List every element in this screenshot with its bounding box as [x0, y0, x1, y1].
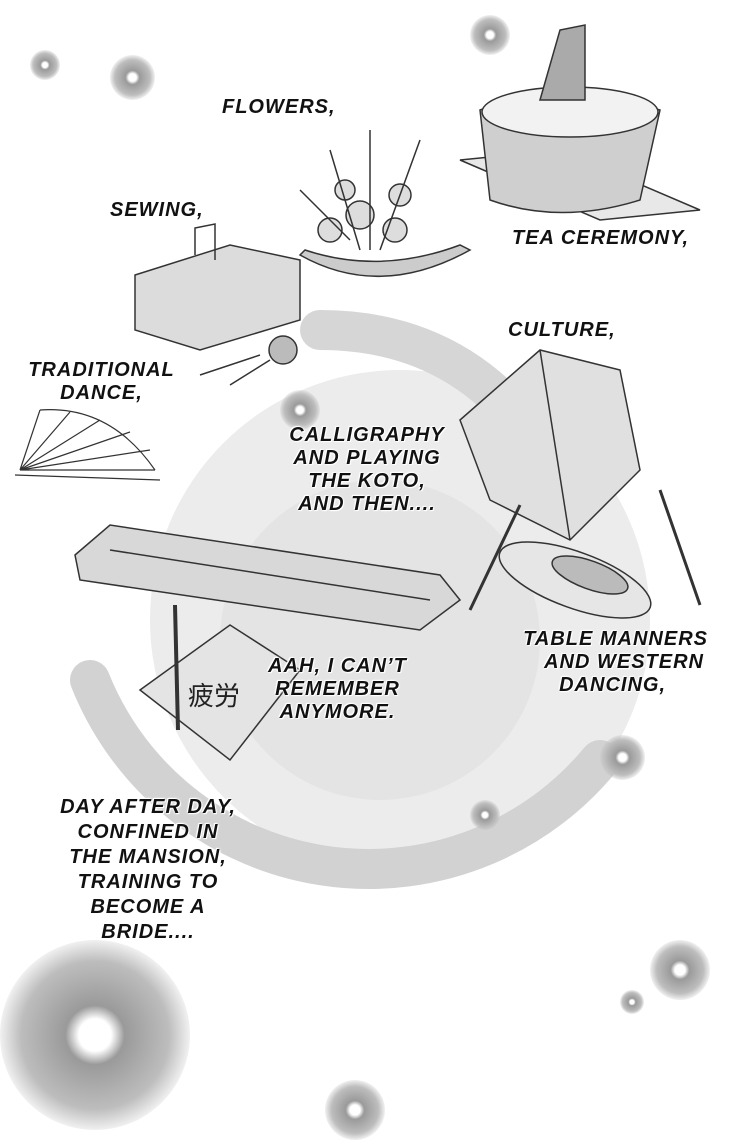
caption-day-after-day: DAY AFTER DAY, CONFINED IN THE MANSION, … — [18, 796, 278, 946]
caption-line: TRAINING TO — [77, 871, 219, 893]
sparkle-dot — [650, 940, 710, 1000]
table-setting-drawing — [468, 489, 702, 619]
caption-line: CONFINED IN — [77, 821, 219, 843]
caption-line: AAH, I CAN’T — [268, 655, 407, 677]
calligraphy-kanji: 疲労 — [188, 682, 240, 712]
sewing-box-drawing — [134, 223, 301, 386]
sparkle-dot — [280, 390, 320, 430]
caption-line: DAY AFTER DAY, — [60, 796, 236, 818]
sparkle-dot — [0, 940, 190, 1130]
caption-line: THE MANSION, — [69, 846, 227, 868]
sparkle-dot — [30, 50, 60, 80]
book-drawing — [459, 349, 641, 541]
flower-arrangement-drawing — [298, 130, 472, 277]
sparkle-dot — [470, 15, 510, 55]
caption-sewing: SEWING, — [110, 199, 204, 221]
caption-line: AND THEN.... — [298, 493, 436, 515]
koto-drawing — [74, 524, 462, 631]
caption-line: CALLIGRAPHY — [289, 424, 445, 446]
tea-ceremony-drawing — [459, 24, 701, 221]
caption-line: THE KOTO, — [308, 470, 426, 492]
caption-line: ANYMORE. — [279, 701, 396, 723]
sparkle-dot — [325, 1080, 385, 1140]
caption-table-manners: TABLE MANNERS AND WESTERN DANCING, — [470, 628, 708, 697]
caption-traditional-dance: TRADITIONAL DANCE, — [14, 359, 189, 405]
calligraphy-paper-drawing — [138, 604, 302, 762]
caption-line: DANCING, — [559, 674, 666, 696]
sparkle-dot — [470, 800, 500, 830]
caption-line: AND WESTERN — [544, 651, 704, 673]
caption-tea-ceremony: TEA CEREMONY, — [512, 227, 690, 249]
sparkle-dot — [600, 735, 645, 780]
caption-cant-remember: AAH, I CAN’T REMEMBER ANYMORE. — [250, 655, 425, 724]
caption-line: BRIDE.... — [101, 921, 195, 943]
caption-culture: CULTURE, — [508, 319, 616, 341]
caption-line: TABLE MANNERS — [523, 628, 708, 650]
folding-fan-drawing — [14, 409, 161, 481]
caption-flowers: FLOWERS, — [222, 96, 336, 118]
sparkle-dot — [620, 990, 644, 1014]
caption-line: AND PLAYING — [293, 447, 441, 469]
sparkle-dot — [110, 55, 155, 100]
caption-line: REMEMBER — [275, 678, 400, 700]
caption-line: BECOME A — [90, 896, 206, 918]
caption-line: TRADITIONAL — [28, 359, 175, 381]
caption-calligraphy: CALLIGRAPHY AND PLAYING THE KOTO, AND TH… — [262, 424, 472, 516]
caption-line: DANCE, — [60, 382, 143, 404]
